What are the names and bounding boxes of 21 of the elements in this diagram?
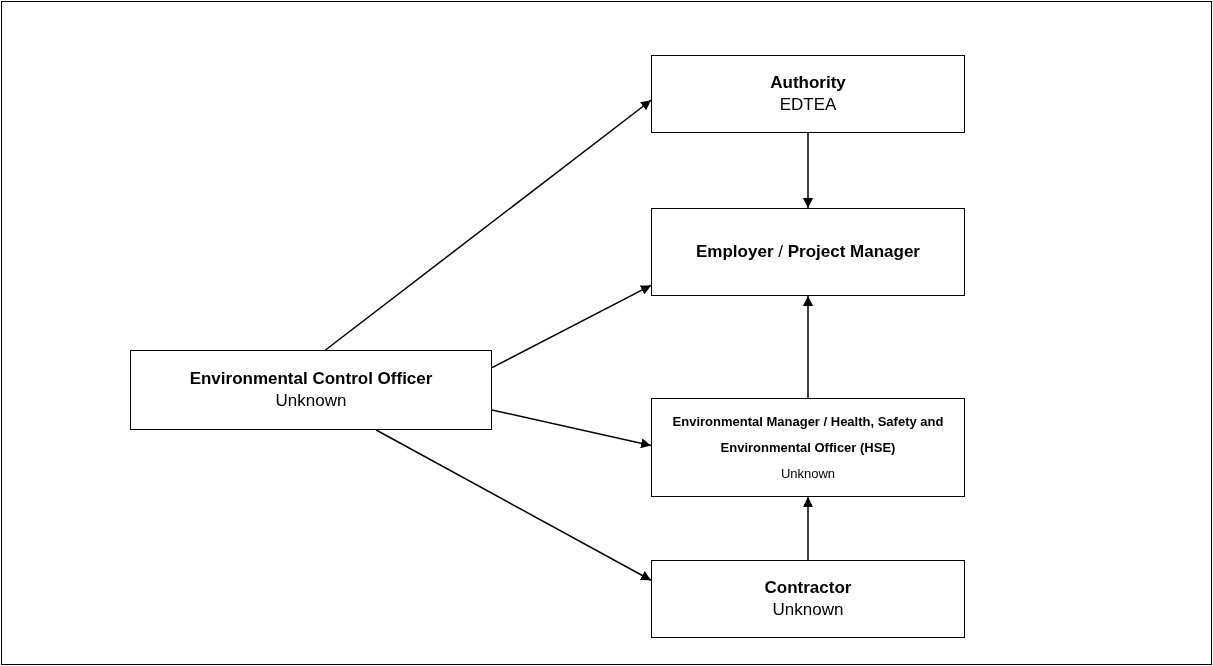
role-title: Environmental Control Officer <box>189 368 433 390</box>
role-holder: Unknown <box>275 390 347 412</box>
role-title: Employer / Project Manager <box>696 241 920 263</box>
role-holder: EDTEA <box>779 94 837 116</box>
role-holder: Unknown <box>780 464 836 483</box>
role-holder: Unknown <box>772 599 844 621</box>
role-box <box>651 55 965 133</box>
role-box <box>651 208 965 296</box>
role-title: Authority <box>770 72 846 94</box>
arrow <box>803 132 813 209</box>
arrow <box>324 99 652 351</box>
role-box <box>651 560 965 638</box>
arrow <box>803 496 813 561</box>
role-box <box>651 398 965 497</box>
arrow <box>491 284 652 369</box>
arrow <box>491 409 652 449</box>
role-title: Environmental Manager / Health, Safety and Environmental Officer (HSE) <box>671 412 945 457</box>
role-title: Contractor <box>764 577 852 599</box>
role-box <box>130 350 492 430</box>
arrow <box>803 295 813 399</box>
arrow <box>375 429 652 582</box>
